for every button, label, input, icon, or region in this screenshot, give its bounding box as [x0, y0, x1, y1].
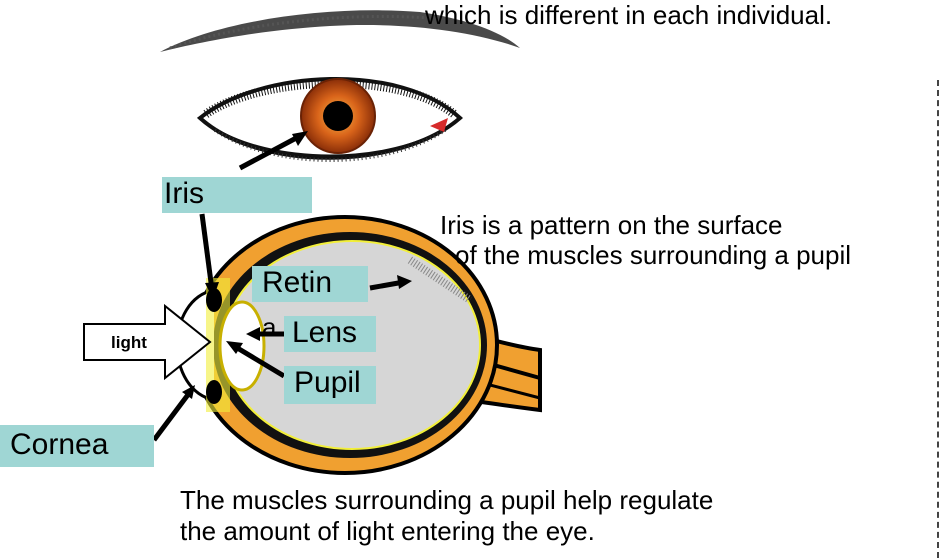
caption-top: which is different in each individual.	[425, 0, 832, 30]
label-retina-text: Retin	[262, 266, 332, 299]
label-iris: Iris	[162, 177, 312, 213]
label-pupil-text: Pupil	[294, 366, 361, 399]
outer-eye-drawing	[200, 79, 460, 160]
label-retina: Retin	[252, 266, 368, 302]
iris-description-line1: Iris is a pattern on the surface	[440, 210, 783, 240]
label-iris-text: Iris	[164, 177, 204, 210]
label-cornea: Cornea	[0, 425, 154, 467]
label-lens-text: Lens	[292, 316, 357, 349]
iris-description-line2: of the muscles surrounding a pupil	[455, 240, 851, 270]
label-light: light	[111, 333, 147, 353]
label-lens: Lens	[284, 316, 376, 352]
caption-bottom-line1: The muscles surrounding a pupil help reg…	[180, 485, 713, 515]
label-cornea-text: Cornea	[10, 428, 108, 461]
label-pupil: Pupil	[284, 366, 376, 404]
right-divider	[937, 80, 939, 558]
label-retina-suffix: a	[262, 313, 276, 341]
caption-bottom-line2: the amount of light entering the eye.	[180, 516, 595, 546]
